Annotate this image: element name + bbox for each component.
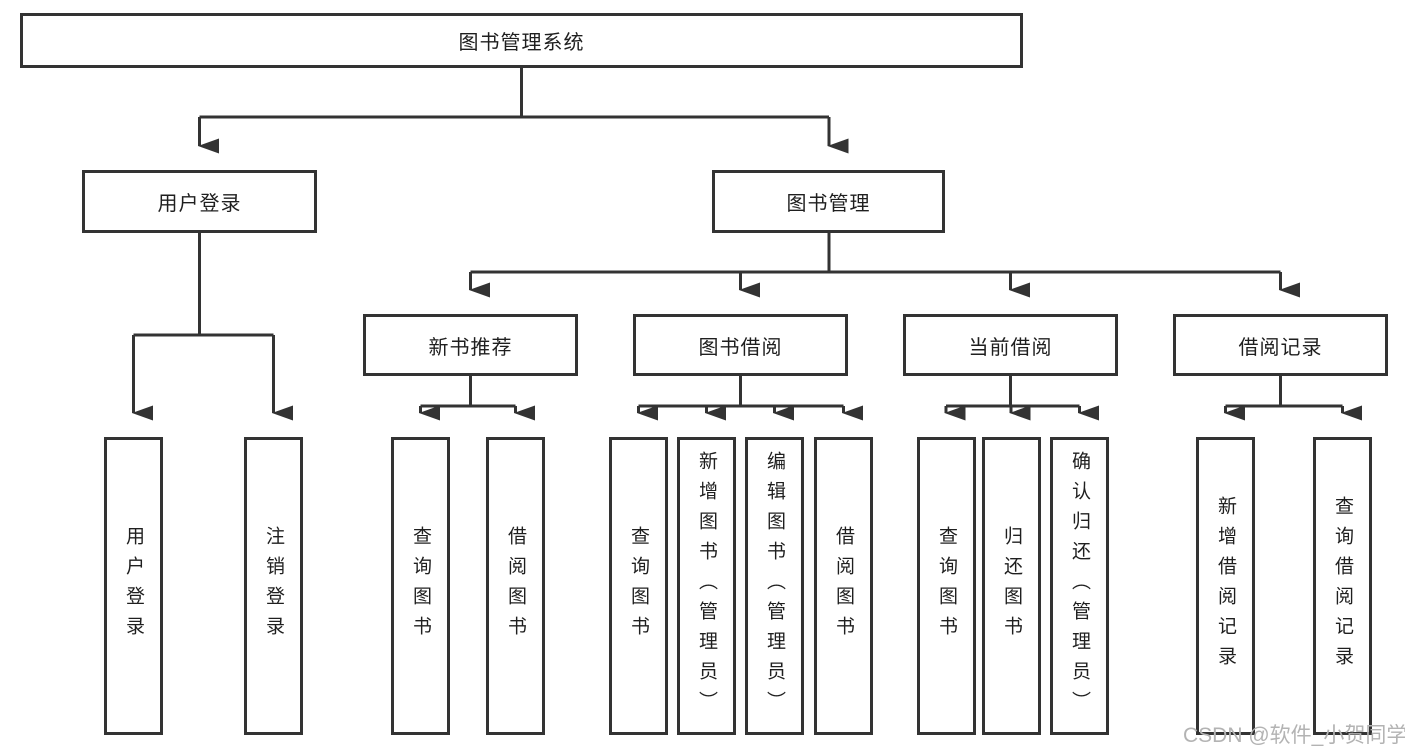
node-user-login-label: 用户登录 <box>157 193 242 215</box>
leaf-borrow-borrow-book-label: 借阅图书 <box>833 526 854 646</box>
leaf-current-query-book-label: 查询图书 <box>936 526 957 646</box>
leaf-newbook-query-book: 查询图书 <box>391 437 450 735</box>
leaf-current-query-book: 查询图书 <box>917 437 976 735</box>
leaf-user-login-label: 用户登录 <box>123 526 144 646</box>
leaf-borrow-query-book: 查询图书 <box>609 437 668 735</box>
leaf-add-borrow-record-label: 新增借阅记录 <box>1215 496 1236 676</box>
leaf-query-borrow-record-label: 查询借阅记录 <box>1332 496 1353 676</box>
leaf-newbook-query-book-label: 查询图书 <box>410 526 431 646</box>
node-current-borrow: 当前借阅 <box>903 314 1118 376</box>
leaf-add-borrow-record: 新增借阅记录 <box>1196 437 1255 735</box>
leaf-borrow-borrow-book: 借阅图书 <box>814 437 873 735</box>
leaf-return-book-label: 归还图书 <box>1001 526 1022 646</box>
node-new-book-recommend: 新书推荐 <box>363 314 578 376</box>
node-book-management: 图书管理 <box>712 170 945 233</box>
connector-group <box>132 68 1362 421</box>
leaf-add-book-admin-label: 新增图书（管理员） <box>696 451 717 721</box>
leaf-edit-book-admin-label: 编辑图书（管理员） <box>764 451 785 721</box>
node-current-borrow-label: 当前借阅 <box>968 336 1053 359</box>
node-new-book-recommend-label: 新书推荐 <box>428 336 513 359</box>
leaf-borrow-query-book-label: 查询图书 <box>628 526 649 646</box>
leaf-user-login: 用户登录 <box>104 437 163 735</box>
node-user-login: 用户登录 <box>82 170 317 233</box>
leaf-edit-book-admin: 编辑图书（管理员） <box>745 437 804 735</box>
node-book-management-label: 图书管理 <box>786 193 871 215</box>
leaf-newbook-borrow-book-label: 借阅图书 <box>505 526 526 646</box>
leaf-logout: 注销登录 <box>244 437 303 735</box>
leaf-query-borrow-record: 查询借阅记录 <box>1313 437 1372 735</box>
leaf-newbook-borrow-book: 借阅图书 <box>486 437 545 735</box>
node-borrow-record: 借阅记录 <box>1173 314 1388 376</box>
node-borrow-record-label: 借阅记录 <box>1238 336 1323 359</box>
leaf-logout-label: 注销登录 <box>263 526 284 646</box>
leaf-add-book-admin: 新增图书（管理员） <box>677 437 736 735</box>
node-book-borrow: 图书借阅 <box>633 314 848 376</box>
node-root: 图书管理系统 <box>20 13 1023 68</box>
node-root-label: 图书管理系统 <box>458 32 585 54</box>
leaf-confirm-return-admin-label: 确认归还（管理员） <box>1069 451 1090 721</box>
leaf-return-book: 归还图书 <box>982 437 1041 735</box>
leaf-confirm-return-admin: 确认归还（管理员） <box>1050 437 1109 735</box>
node-book-borrow-label: 图书借阅 <box>698 336 783 359</box>
csdn-watermark: CSDN @软件_小贺同学 <box>1183 724 1405 747</box>
